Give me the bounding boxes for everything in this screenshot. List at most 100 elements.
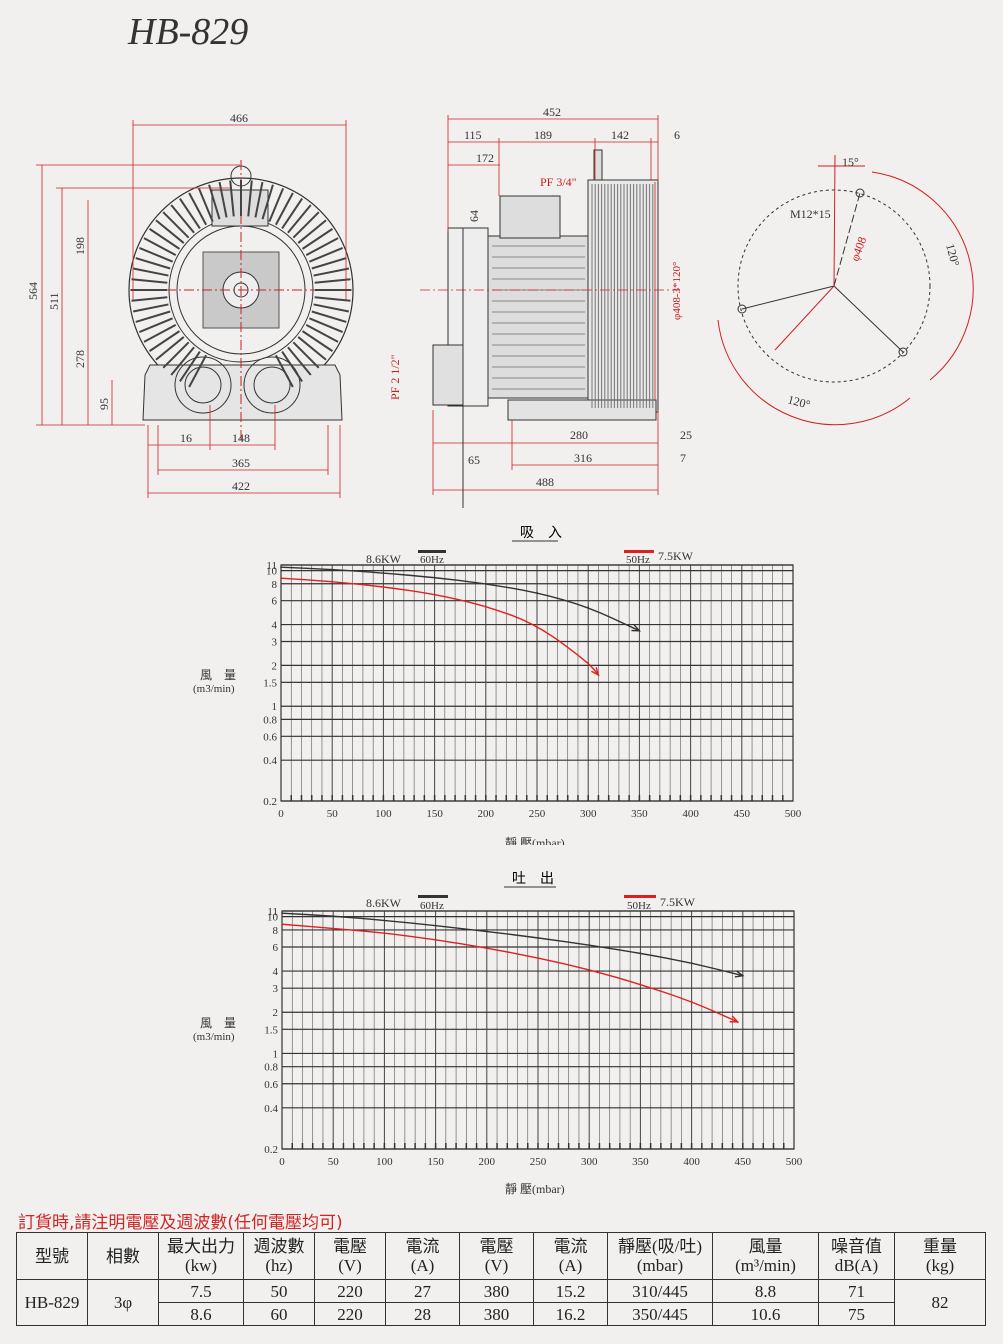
x-tick-label: 250 [529, 808, 546, 820]
data-point [331, 568, 334, 571]
x-tick-label: 250 [530, 1156, 547, 1168]
dim-front-466: 466 [230, 111, 248, 125]
y-tick-label: 11 [266, 560, 277, 572]
data-point [587, 661, 589, 664]
spec-cell: 220 [314, 1302, 386, 1326]
suction-chart: 吸 入 8.6KW 60Hz 50Hz 7.5KW 風 量 (m3/min) 靜… [193, 526, 802, 845]
data-point [332, 915, 335, 917]
discharge-legend-right: 7.5KW [660, 895, 696, 909]
dim-front-278: 278 [73, 350, 87, 368]
y-tick-label: 1 [272, 701, 278, 713]
spec-header-row: 型號 相數 最大出力(kw) 週波數(hz) 電壓(V) 電流(A) 電壓(V)… [16, 1232, 986, 1280]
spec-weight: 82 [894, 1279, 986, 1326]
discharge-legend-50: 50Hz [627, 900, 651, 912]
data-point [281, 912, 283, 914]
discharge-chart: 吐 出 8.6KW 60Hz 50Hz 7.5KW 風 量 (m3/min) 靜… [193, 871, 803, 1195]
spec-cell: 28 [385, 1302, 460, 1326]
dim-side-316: 316 [574, 451, 592, 465]
label-flange: φ408-3*120° [671, 262, 683, 320]
flange-view [717, 154, 974, 426]
data-point [588, 944, 590, 946]
y-tick-label: 0.2 [264, 1144, 278, 1156]
x-tick-label: 400 [683, 1156, 700, 1168]
spec-header: 靜壓(吸/吐)(mbar) [607, 1232, 713, 1280]
spec-cell: 10.6 [712, 1302, 819, 1326]
y-tick-label: 11 [267, 906, 278, 918]
x-tick-label: 200 [479, 1156, 496, 1168]
dim-side-115: 115 [464, 128, 482, 142]
data-point [537, 937, 539, 939]
dim-front-95: 95 [97, 398, 111, 410]
x-tick-label: 450 [734, 808, 751, 820]
dim-side-65: 65 [468, 453, 480, 467]
y-tick-label: 0.4 [264, 1103, 278, 1115]
spec-cell: 220 [314, 1279, 386, 1303]
x-tick-label: 150 [426, 808, 443, 820]
y-tick-label: 0.2 [263, 796, 277, 808]
x-tick-label: 400 [682, 808, 699, 820]
dim-front-564: 564 [26, 282, 40, 300]
dim-side-172: 172 [476, 151, 494, 165]
dim-front-511: 511 [47, 292, 61, 310]
dim-side-142: 142 [611, 128, 629, 142]
dim-side-6: 6 [674, 128, 680, 142]
x-tick-label: 350 [631, 808, 648, 820]
spec-cell: 7.5 [158, 1279, 244, 1303]
suction-legend-60: 60Hz [420, 554, 444, 566]
data-point [639, 983, 642, 986]
y-tick-label: 0.4 [263, 755, 277, 767]
label-pf212: PF 2 1/2" [388, 354, 402, 400]
flange-angle-120b: 120° [786, 392, 812, 411]
y-tick-label: 6 [273, 942, 279, 954]
x-tick-label: 100 [376, 1156, 393, 1168]
y-tick-label: 1.5 [264, 1024, 278, 1036]
dim-side-280: 280 [570, 428, 588, 442]
front-fins [131, 180, 351, 388]
spec-table: 型號 相數 最大出力(kw) 週波數(hz) 電壓(V) 電流(A) 電壓(V)… [16, 1232, 986, 1326]
y-tick-label: 10 [266, 566, 278, 578]
dim-front-16: 16 [180, 431, 192, 445]
suction-legend-50-swatch [624, 550, 654, 553]
data-point [587, 606, 589, 608]
dim-front-148: 148 [232, 431, 250, 445]
spec-header: 電壓(V) [459, 1232, 534, 1280]
series-line-60Hz [280, 566, 640, 632]
dim-side-64: 64 [467, 210, 481, 222]
series-line-50Hz [280, 577, 599, 676]
y-tick-label: 2 [272, 660, 278, 672]
spec-phase: 3φ [87, 1279, 159, 1326]
x-tick-label: 300 [581, 1156, 598, 1168]
flange-bolt: M12*15 [790, 207, 831, 221]
spec-cell: 75 [818, 1302, 895, 1326]
data-point [485, 605, 487, 607]
spec-cell: 380 [459, 1279, 534, 1303]
data-point [736, 1021, 739, 1023]
data-point [638, 629, 641, 632]
y-tick-label: 6 [272, 596, 278, 608]
dim-side-452: 452 [543, 105, 561, 119]
spec-cell: 8.6 [158, 1302, 244, 1326]
x-tick-label: 200 [478, 808, 495, 820]
data-point [331, 580, 334, 583]
suction-legend-left: 8.6KW [366, 552, 402, 566]
x-tick-label: 0 [278, 808, 284, 820]
data-point [383, 932, 386, 934]
spec-cell: 8.8 [712, 1279, 819, 1303]
spec-row: 8.6 60 220 28 380 16.2 350/445 10.6 75 [17, 1302, 986, 1326]
x-tick-label: 150 [427, 1156, 444, 1168]
spec-cell: 310/445 [607, 1279, 713, 1303]
discharge-xlabel: 靜 壓(mbar) [505, 1182, 565, 1195]
series-line-50Hz [281, 923, 738, 1023]
flange-angle-15: 15° [842, 155, 859, 169]
discharge-marks [281, 912, 788, 1030]
data-point [485, 582, 487, 585]
x-tick-label: 50 [328, 1156, 340, 1168]
dim-side-25: 25 [680, 428, 692, 442]
suction-legend-right: 7.5KW [658, 549, 694, 563]
spec-row: HB-829 3φ 7.5 50 220 27 380 15.2 310/445… [16, 1279, 986, 1326]
x-tick-label: 100 [375, 808, 392, 820]
y-tick-label: 3 [272, 637, 278, 649]
dim-side-7: 7 [680, 451, 686, 465]
